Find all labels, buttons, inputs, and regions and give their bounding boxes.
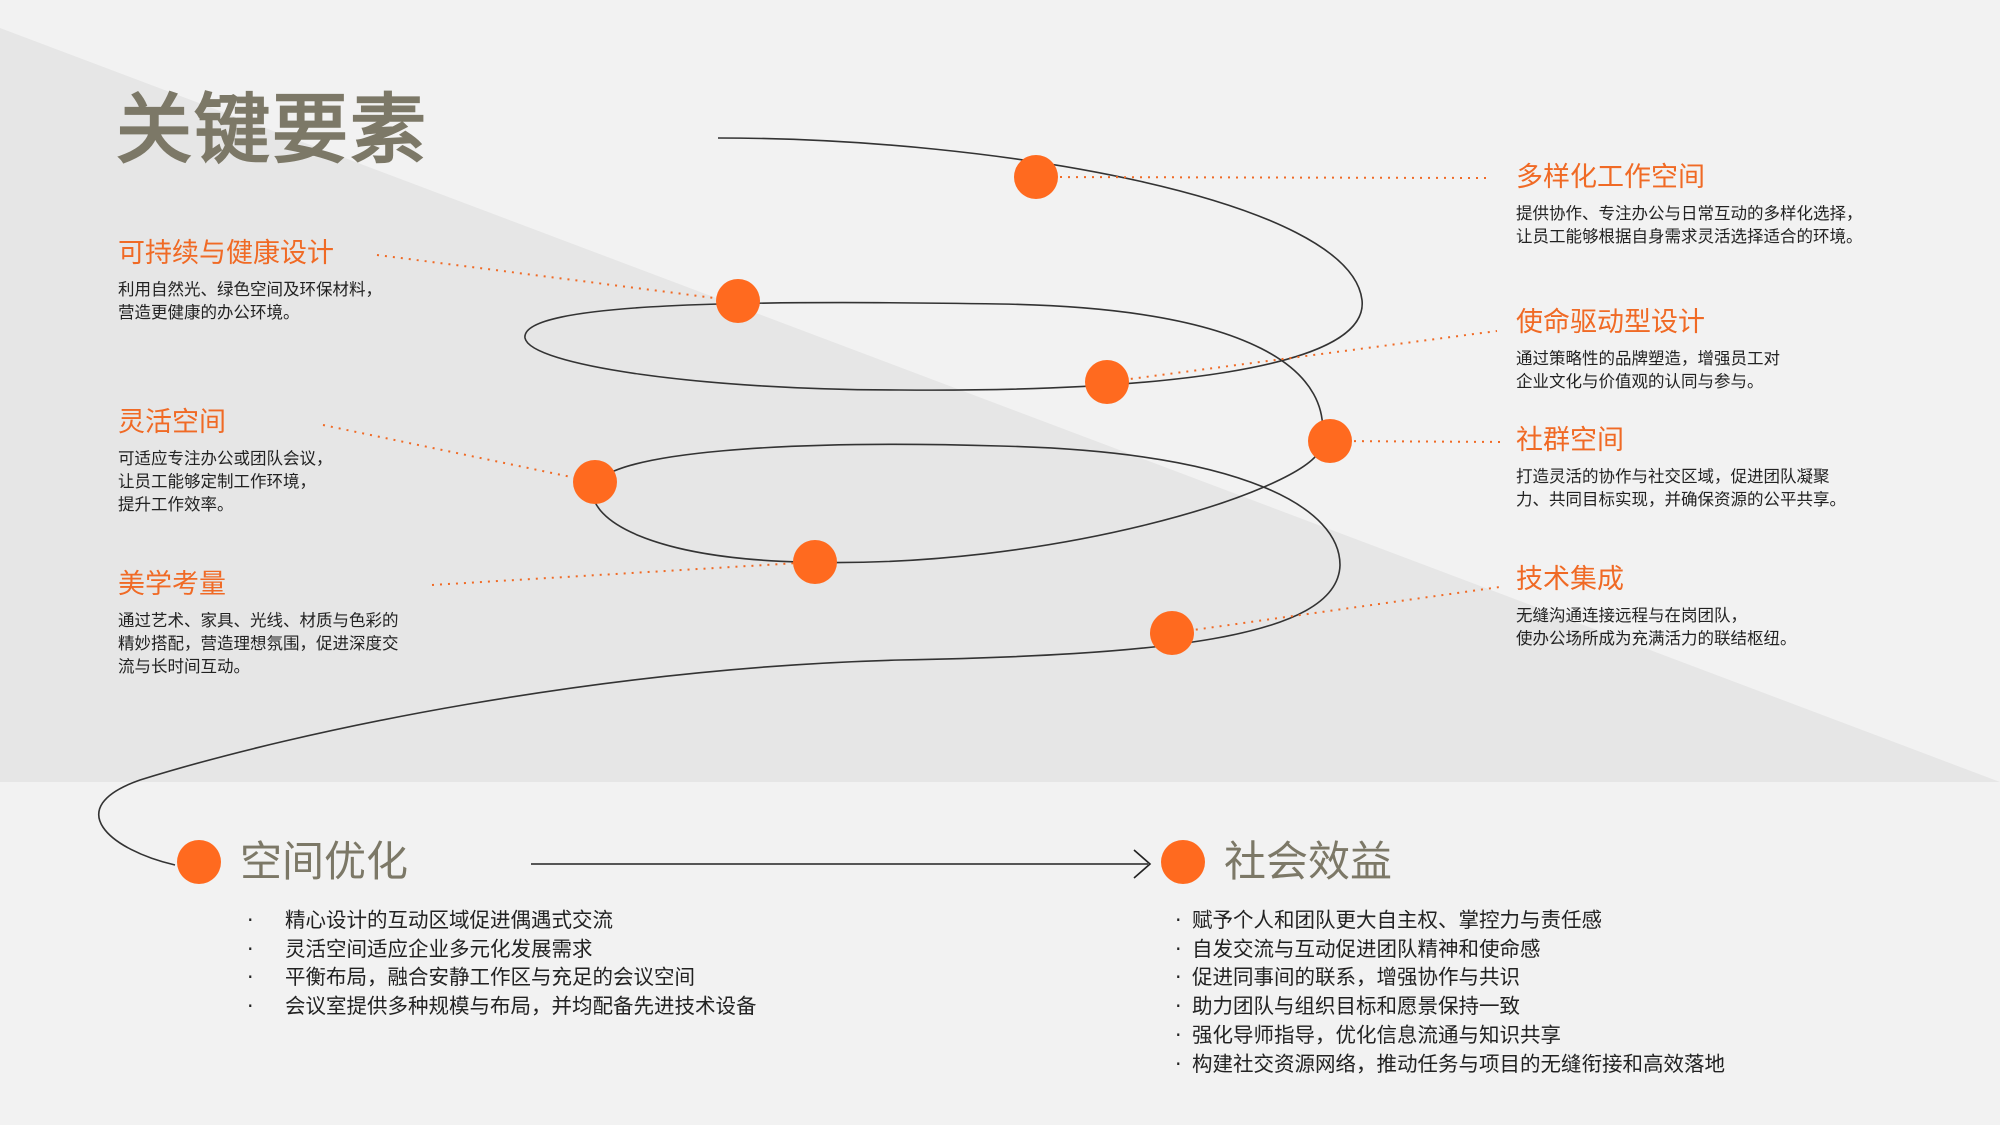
desc-line: 流与长时间互动。 xyxy=(118,657,250,677)
section-list: 赋予个人和团队更大自主权、掌控力与责任感 自发交流与互动促进团队精神和使命感 促… xyxy=(1175,906,1725,1078)
desc-line: 提供协作、专注办公与日常互动的多样化选择， xyxy=(1516,204,1863,224)
element-title: 灵活空间 xyxy=(118,407,226,438)
section-social-benefits: 社会效益 赋予个人和团队更大自主权、掌控力与责任感 自发交流与互动促进团队精神和… xyxy=(1161,840,1725,1078)
node-tech xyxy=(1150,611,1194,655)
section-list: 精心设计的互动区域促进偶遇式交流 灵活空间适应企业多元化发展需求 平衡布局，融合… xyxy=(247,906,757,1021)
desc-line: 无缝沟通连接远程与在岗团队， xyxy=(1516,606,1747,626)
section-header: 社会效益 xyxy=(1161,840,1725,884)
list-item: 强化导师指导，优化信息流通与知识共享 xyxy=(1175,1021,1725,1050)
desc-line: 企业文化与价值观的认同与参与。 xyxy=(1516,372,1764,392)
element-sustainable: 可持续与健康设计 利用自然光、绿色空间及环保材料， 营造更健康的办公环境。 xyxy=(118,238,382,324)
node-diverse xyxy=(1014,155,1058,199)
element-diverse: 多样化工作空间 提供协作、专注办公与日常互动的多样化选择， 让员工能够根据自身需… xyxy=(1516,162,1863,248)
element-title: 社群空间 xyxy=(1516,425,1624,456)
gray-triangle-band xyxy=(0,28,2000,782)
section-dot xyxy=(177,840,221,884)
node-sustainable xyxy=(716,279,760,323)
node-flexible xyxy=(573,460,617,504)
desc-line: 通过策略性的品牌塑造，增强员工对 xyxy=(1516,349,1780,369)
leader-mission xyxy=(1106,330,1498,383)
desc-line: 使办公场所成为充满活力的联结枢纽。 xyxy=(1516,629,1797,649)
element-aesthetic: 美学考量 通过艺术、家具、光线、材质与色彩的 精妙搭配，营造理想氛围，促进深度交… xyxy=(118,569,399,678)
page-title: 关键要素 xyxy=(116,85,428,174)
desc-line: 提升工作效率。 xyxy=(118,495,234,515)
element-title: 美学考量 xyxy=(118,569,226,600)
element-desc: 打造灵活的协作与社交区域，促进团队凝聚 力、共同目标实现，并确保资源的公平共享。 xyxy=(1516,465,1846,511)
element-title: 可持续与健康设计 xyxy=(118,238,334,269)
element-desc: 可适应专注办公或团队会议， 让员工能够定制工作环境， 提升工作效率。 xyxy=(118,447,333,516)
list-item: 平衡布局，融合安静工作区与充足的会议空间 xyxy=(247,963,757,992)
desc-line: 精妙搭配，营造理想氛围，促进深度交 xyxy=(118,634,399,654)
leader-diverse xyxy=(1035,176,1487,179)
element-desc: 通过艺术、家具、光线、材质与色彩的 精妙搭配，营造理想氛围，促进深度交 流与长时… xyxy=(118,609,399,678)
element-desc: 利用自然光、绿色空间及环保材料， 营造更健康的办公环境。 xyxy=(118,278,382,324)
node-community xyxy=(1308,419,1352,463)
element-title: 使命驱动型设计 xyxy=(1516,307,1705,338)
element-desc: 通过策略性的品牌塑造，增强员工对 企业文化与价值观的认同与参与。 xyxy=(1516,347,1780,393)
leader-lines xyxy=(322,176,1507,634)
element-community: 社群空间 打造灵活的协作与社交区域，促进团队凝聚 力、共同目标实现，并确保资源的… xyxy=(1516,425,1846,511)
leader-community xyxy=(1329,440,1507,443)
list-item: 精心设计的互动区域促进偶遇式交流 xyxy=(247,906,757,935)
desc-line: 通过艺术、家具、光线、材质与色彩的 xyxy=(118,611,399,631)
desc-line: 可适应专注办公或团队会议， xyxy=(118,449,333,469)
element-title: 技术集成 xyxy=(1516,564,1624,595)
list-item: 助力团队与组织目标和愿景保持一致 xyxy=(1175,992,1725,1021)
section-title: 空间优化 xyxy=(240,837,409,886)
list-item: 构建社交资源网络，推动任务与项目的无缝衔接和高效落地 xyxy=(1175,1050,1725,1079)
list-item: 赋予个人和团队更大自主权、掌控力与责任感 xyxy=(1175,906,1725,935)
section-space-optimization: 空间优化 精心设计的互动区域促进偶遇式交流 灵活空间适应企业多元化发展需求 平衡… xyxy=(177,840,757,1021)
desc-line: 打造灵活的协作与社交区域，促进团队凝聚 xyxy=(1516,467,1830,487)
desc-line: 让员工能够根据自身需求灵活选择适合的环境。 xyxy=(1516,227,1863,247)
element-flexible: 灵活空间 可适应专注办公或团队会议， 让员工能够定制工作环境， 提升工作效率。 xyxy=(118,407,333,516)
element-desc: 提供协作、专注办公与日常互动的多样化选择， 让员工能够根据自身需求灵活选择适合的… xyxy=(1516,202,1863,248)
section-dot xyxy=(1161,840,1205,884)
node-aesthetic xyxy=(793,540,837,584)
node-mission xyxy=(1085,360,1129,404)
element-mission: 使命驱动型设计 通过策略性的品牌塑造，增强员工对 企业文化与价值观的认同与参与。 xyxy=(1516,307,1780,393)
desc-line: 利用自然光、绿色空间及环保材料， xyxy=(118,280,382,300)
section-title: 社会效益 xyxy=(1224,837,1393,886)
list-item: 自发交流与互动促进团队精神和使命感 xyxy=(1175,935,1725,964)
section-header: 空间优化 xyxy=(177,840,757,884)
list-item: 灵活空间适应企业多元化发展需求 xyxy=(247,935,757,964)
desc-line: 营造更健康的办公环境。 xyxy=(118,303,300,323)
element-tech: 技术集成 无缝沟通连接远程与在岗团队， 使办公场所成为充满活力的联结枢纽。 xyxy=(1516,564,1797,650)
element-title: 多样化工作空间 xyxy=(1516,162,1705,193)
desc-line: 力、共同目标实现，并确保资源的公平共享。 xyxy=(1516,490,1846,510)
flow-arrow-head xyxy=(1133,849,1152,879)
element-desc: 无缝沟通连接远程与在岗团队， 使办公场所成为充满活力的联结枢纽。 xyxy=(1516,604,1797,650)
list-item: 会议室提供多种规模与布局，并均配备先进技术设备 xyxy=(247,992,757,1021)
list-item: 促进同事间的联系，增强协作与共识 xyxy=(1175,963,1725,992)
desc-line: 让员工能够定制工作环境， xyxy=(118,472,316,492)
